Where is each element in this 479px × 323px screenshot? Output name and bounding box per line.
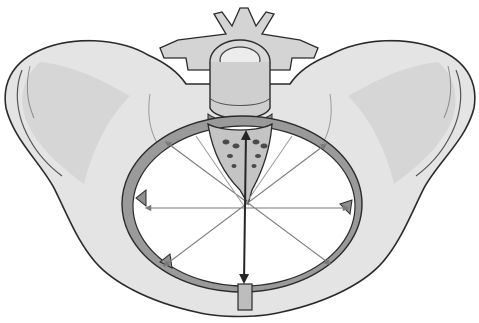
pubic-symphysis — [238, 284, 252, 310]
vertebral-body-side — [210, 62, 270, 119]
